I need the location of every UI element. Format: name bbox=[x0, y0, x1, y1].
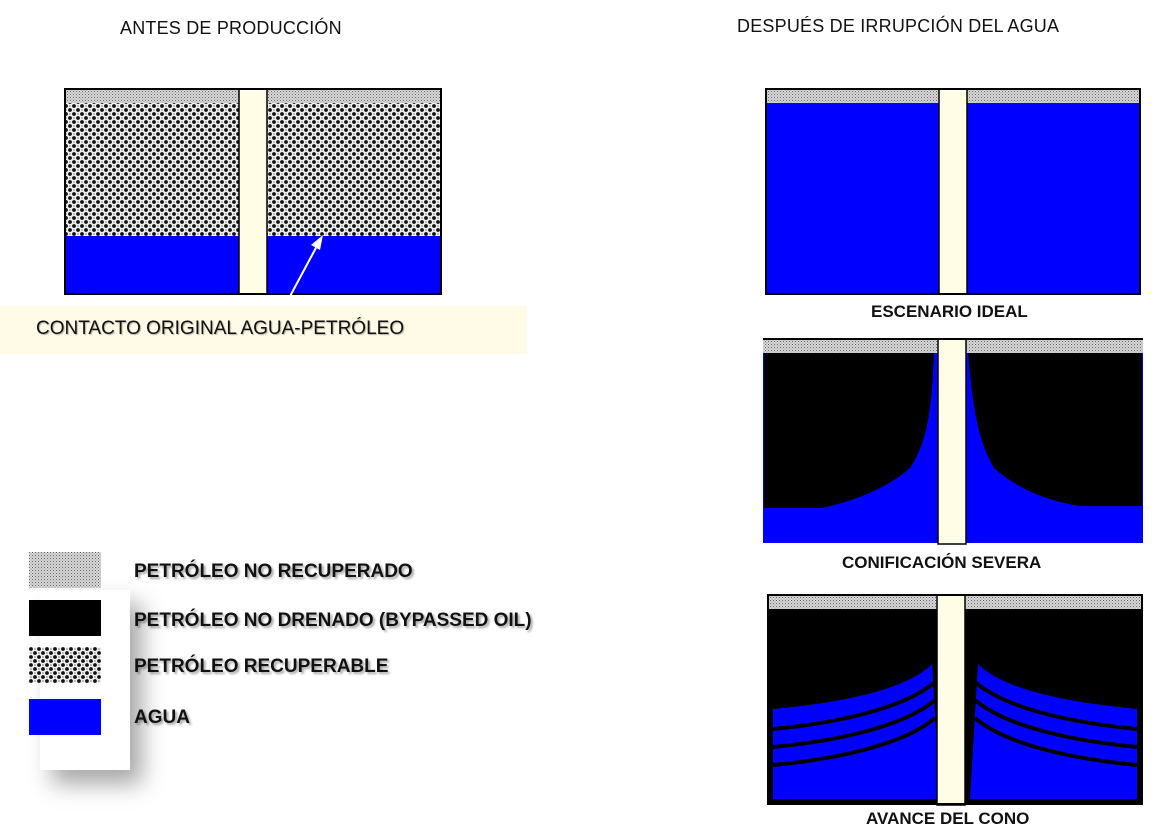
wellbore bbox=[936, 594, 966, 806]
ideal-scenario-diagram bbox=[765, 88, 1141, 295]
before-production-title: ANTES DE PRODUCCIÓN bbox=[120, 18, 342, 38]
ideal-scenario-caption: ESCENARIO IDEAL bbox=[871, 302, 1028, 321]
before-production-diagram bbox=[64, 88, 442, 295]
checkered-swatch-icon bbox=[29, 647, 101, 683]
contact-arrow bbox=[287, 235, 323, 301]
wellbore bbox=[938, 88, 968, 295]
blue-swatch-icon bbox=[29, 699, 101, 735]
wellbore bbox=[238, 88, 268, 295]
legend-water-label: AGUA bbox=[134, 707, 190, 728]
bypassed-oil-left bbox=[764, 353, 934, 508]
wellbore bbox=[937, 338, 967, 545]
after-water-breakthrough-title: DESPUÉS DE IRRUPCIÓN DEL AGUA bbox=[737, 16, 1060, 36]
black-swatch-icon bbox=[29, 600, 101, 636]
legend-bypassed-oil-label: PETRÓLEO NO DRENADO (BYPASSED OIL) bbox=[134, 610, 532, 631]
severe-coning-caption: CONIFICACIÓN SEVERA bbox=[842, 553, 1042, 572]
severe-coning-diagram bbox=[763, 338, 1143, 545]
cone-advance-diagram bbox=[767, 594, 1143, 806]
cone-advance-caption: AVANCE DEL CONO bbox=[866, 809, 1030, 828]
bypassed-oil-right bbox=[968, 353, 1142, 506]
legend-recoverable-oil-label: PETRÓLEO RECUPERABLE bbox=[134, 656, 389, 677]
legend-unrecovered-oil-label: PETRÓLEO NO RECUPERADO bbox=[134, 561, 413, 582]
original-water-oil-contact-label: CONTACTO ORIGINAL AGUA-PETRÓLEO bbox=[36, 318, 405, 339]
contact-annotation-box bbox=[0, 306, 527, 354]
dotted-gray-swatch-icon bbox=[29, 552, 101, 588]
